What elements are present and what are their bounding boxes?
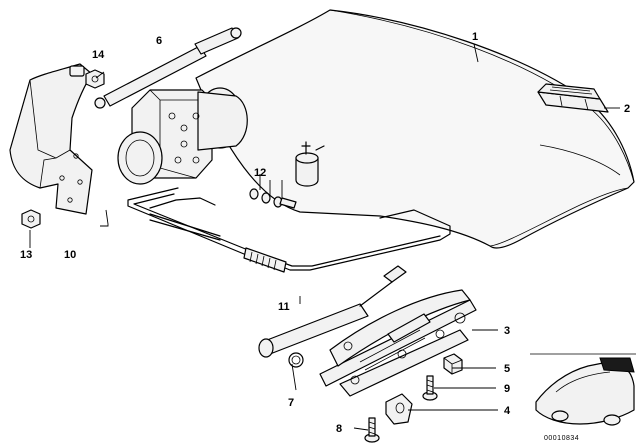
callout-10: 10 <box>64 249 76 261</box>
callout-8: 8 <box>336 423 342 435</box>
leader-lines <box>29 43 620 431</box>
callout-2: 2 <box>624 103 630 115</box>
hydraulic-cylinder <box>258 265 407 358</box>
callout-7: 7 <box>288 397 294 409</box>
circlip <box>288 352 304 368</box>
hydraulic-pump-unit <box>117 87 248 185</box>
callout-12: 12 <box>254 167 266 179</box>
trunk-lid-panel <box>195 9 635 249</box>
gas-strut <box>94 27 242 109</box>
pressure-valve <box>295 141 325 187</box>
mounting-bracket <box>9 63 93 215</box>
bolt-set <box>249 188 297 209</box>
callout-1: 1 <box>472 31 478 43</box>
callout-6: 6 <box>156 35 162 47</box>
buffer-cap <box>385 393 413 425</box>
screw-9 <box>422 375 438 401</box>
callout-11: 11 <box>278 301 290 313</box>
callout-14: 14 <box>92 49 105 61</box>
drawing-code: 00010834 <box>544 435 579 442</box>
rubber-stop <box>443 353 463 375</box>
screw-8 <box>364 417 380 443</box>
callout-labels: 1 2 3 4 5 6 7 8 9 10 11 12 13 14 0001083… <box>20 31 630 442</box>
hex-nut-13 <box>21 209 41 229</box>
callout-9: 9 <box>504 383 510 395</box>
callout-13: 13 <box>20 249 32 261</box>
hinge-assembly <box>319 289 477 397</box>
callout-4: 4 <box>504 405 511 417</box>
hydraulic-lines <box>127 187 451 273</box>
hex-nut-14 <box>85 69 105 89</box>
callout-3: 3 <box>504 325 510 337</box>
callout-5: 5 <box>504 363 510 375</box>
car-thumbnail <box>530 353 636 426</box>
trunk-handle-trim <box>537 83 609 113</box>
